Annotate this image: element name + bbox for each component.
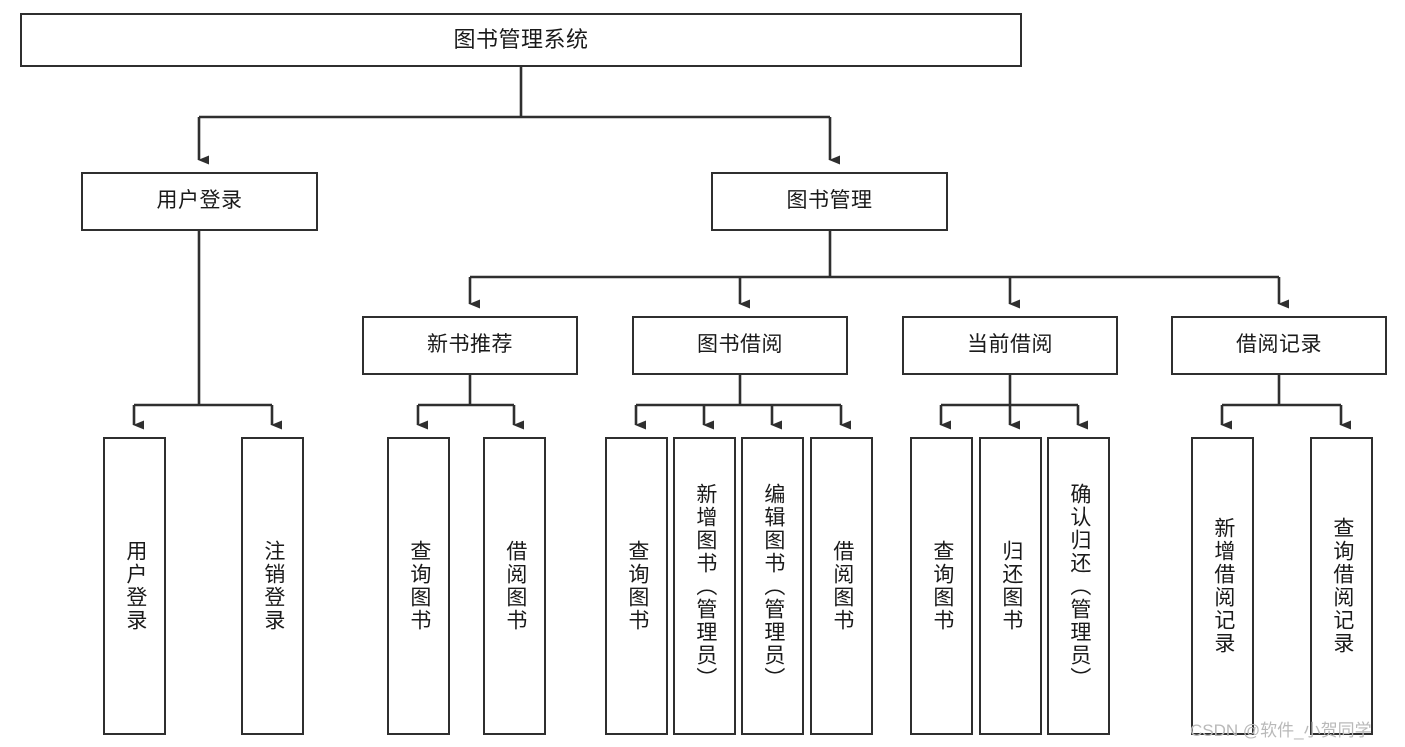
node-label: 图书借阅 <box>697 333 783 357</box>
node-label: 用户登录 <box>156 189 243 213</box>
node-label: 查询借阅记录 <box>1330 517 1354 655</box>
leaf-book-borrow-edit-book-admin[interactable]: 编辑图书（管理员） <box>741 437 804 735</box>
leaf-book-borrow-query-book[interactable]: 查询图书 <box>605 437 668 735</box>
leaf-borrow-record-query-record[interactable]: 查询借阅记录 <box>1310 437 1373 735</box>
node-label: 新增借阅记录 <box>1211 517 1235 655</box>
node-label: 当前借阅 <box>967 333 1053 357</box>
leaf-user-login-login[interactable]: 用户登录 <box>103 437 166 735</box>
node-root-book-management-system[interactable]: 图书管理系统 <box>20 13 1022 67</box>
node-new-book-recommend[interactable]: 新书推荐 <box>362 316 578 375</box>
node-label: 借阅记录 <box>1236 333 1322 357</box>
node-label: 图书管理系统 <box>453 27 589 53</box>
leaf-new-book-query-book[interactable]: 查询图书 <box>387 437 450 735</box>
leaf-book-borrow-add-book-admin[interactable]: 新增图书（管理员） <box>673 437 736 735</box>
leaf-current-borrow-query-book[interactable]: 查询图书 <box>910 437 973 735</box>
node-label: 查询图书 <box>930 540 954 632</box>
node-book-borrow[interactable]: 图书借阅 <box>632 316 848 375</box>
node-label: 用户登录 <box>123 540 147 632</box>
node-label: 确认归还（管理员） <box>1067 482 1091 690</box>
leaf-user-login-logout[interactable]: 注销登录 <box>241 437 304 735</box>
csdn-watermark: CSDN @软件_小贺同学 <box>1190 721 1372 740</box>
node-current-borrow[interactable]: 当前借阅 <box>902 316 1118 375</box>
node-label: 注销登录 <box>261 540 285 632</box>
leaf-current-borrow-return-book[interactable]: 归还图书 <box>979 437 1042 735</box>
node-label: 借阅图书 <box>503 540 527 632</box>
leaf-book-borrow-borrow-book[interactable]: 借阅图书 <box>810 437 873 735</box>
node-label: 查询图书 <box>407 540 431 632</box>
leaf-current-borrow-confirm-return-admin[interactable]: 确认归还（管理员） <box>1047 437 1110 735</box>
node-label: 新书推荐 <box>427 333 513 357</box>
node-label: 图书管理 <box>786 189 873 213</box>
node-borrow-record[interactable]: 借阅记录 <box>1171 316 1387 375</box>
node-label: 归还图书 <box>999 540 1023 632</box>
node-label: 编辑图书（管理员） <box>761 482 785 690</box>
leaf-borrow-record-add-record[interactable]: 新增借阅记录 <box>1191 437 1254 735</box>
leaf-new-book-borrow-book[interactable]: 借阅图书 <box>483 437 546 735</box>
node-label: 查询图书 <box>625 540 649 632</box>
node-user-login[interactable]: 用户登录 <box>81 172 318 231</box>
node-label: 新增图书（管理员） <box>693 482 717 690</box>
node-label: 借阅图书 <box>830 540 854 632</box>
node-book-management[interactable]: 图书管理 <box>711 172 948 231</box>
